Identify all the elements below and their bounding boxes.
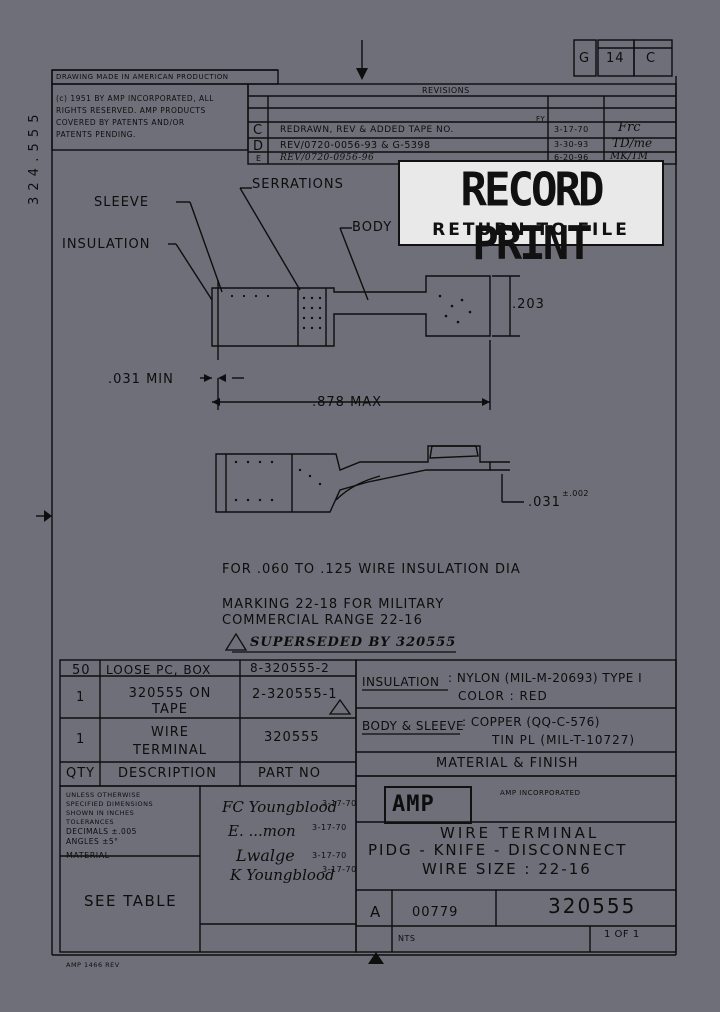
bottom-arrow-mark <box>368 952 384 964</box>
dim-031: .031 <box>528 495 561 510</box>
body-sleeve-label: BODY & SLEEVE <box>362 719 465 733</box>
row3-part-no: 320555 <box>264 730 320 745</box>
title-code: 00779 <box>412 905 459 920</box>
copyright-line-1: (c) 1951 BY AMP INCORPORATED, ALL <box>56 94 214 103</box>
row2-part-no: 2-320555-1 <box>252 687 338 702</box>
tol-line-2: SPECIFIED DIMENSIONS <box>66 800 154 808</box>
title-line-1: WIRE TERMINAL <box>440 824 600 842</box>
row2-qty: 1 <box>76 690 86 705</box>
header-part-no: PART NO <box>258 766 322 781</box>
tol-line-3: SHOWN IN INCHES <box>66 809 135 817</box>
stamp-title: RECORD PRINT <box>460 163 605 271</box>
rev-letter: G <box>579 51 591 66</box>
rev-d-date: 3-30-93 <box>554 140 589 149</box>
rev-letter-box <box>573 39 597 77</box>
revisions-title: REVISIONS <box>422 86 470 95</box>
record-print-stamp: RECORD PRINT RETURN TO FILE <box>398 160 664 271</box>
label-serrations: SERRATIONS <box>252 177 344 192</box>
title-block <box>355 775 677 953</box>
side-drawing-number: 3 2 4 . 5 5 5 <box>27 113 42 205</box>
note-marking-2: COMMERCIAL RANGE 22-16 <box>222 613 423 628</box>
signature-2-date: 3-17-70 <box>312 823 347 832</box>
note-wire-range: FOR .060 TO .125 WIRE INSULATION DIA <box>222 562 521 577</box>
dim-203: .203 <box>512 297 545 312</box>
rev-c-desc: REDRAWN, REV & ADDED TAPE NO. <box>280 125 454 135</box>
terminal-top-view <box>211 275 491 347</box>
insulation-value: : NYLON (MIL-M-20693) TYPE I <box>448 671 643 685</box>
title-line-2: PIDG - KNIFE - DISCONNECT <box>368 841 628 859</box>
body-sleeve-value: : COPPER (QQ-C-576) <box>462 715 600 729</box>
rev-c-date: 3-17-70 <box>554 125 589 134</box>
insulation-color: COLOR : RED <box>458 689 548 703</box>
signature-4: K Youngblood <box>230 866 335 884</box>
rev-c-by: FY <box>536 115 546 123</box>
row3-qty: 1 <box>76 732 86 747</box>
header-description: DESCRIPTION <box>118 766 217 781</box>
tin-plating: TIN PL (MIL-T-10727) <box>492 733 636 747</box>
copyright-line-4: PATENTS PENDING. <box>56 130 136 139</box>
rev-e-date: 6-20-96 <box>554 153 589 162</box>
row1-description: LOOSE PC, BOX <box>106 663 212 677</box>
tol-line-1: UNLESS OTHERWISE <box>66 791 141 799</box>
label-insulation: INSULATION <box>62 237 151 252</box>
row3-description: WIRE TERMINAL <box>132 725 208 758</box>
tol-line-4: TOLERANCES <box>66 818 115 826</box>
title-sheet: 1 OF 1 <box>604 929 640 940</box>
company-name: AMP INCORPORATED <box>500 789 581 797</box>
note-marking-1: MARKING 22-18 FOR MILITARY <box>222 597 445 612</box>
form-number: AMP 1466 REV <box>66 961 120 969</box>
material-finish-title: MATERIAL & FINISH <box>436 756 579 771</box>
signature-3-date: 3-17-70 <box>312 851 347 860</box>
header-qty: QTY <box>66 766 96 781</box>
rev-d-ltr: D <box>253 139 265 154</box>
rev-d-approved: TD/me <box>612 136 653 150</box>
row2-description: 320555 ON TAPE <box>128 686 212 717</box>
rev-e-ltr: E <box>256 154 262 163</box>
dim-031-min: .031 MIN <box>108 372 174 387</box>
signature-4-date: 3-17-70 <box>322 865 357 874</box>
insulation-label: INSULATION <box>362 675 440 689</box>
sheet-no: 14 <box>606 51 625 66</box>
terminal-side-view <box>215 445 524 513</box>
superseded-note: SUPERSEDED BY 320555 <box>250 635 457 650</box>
title-scale: NTS <box>398 934 416 943</box>
rev-c-approved: Frc <box>618 120 641 135</box>
dim-878-max: .878 MAX <box>312 395 383 410</box>
size-letter: C <box>646 51 657 66</box>
rev-d-desc: REV/0720-0056-93 & G-5398 <box>280 140 431 151</box>
rev-c-ltr: C <box>253 123 264 138</box>
stamp-subtitle: RETURN TO FILE <box>432 220 630 240</box>
signature-1: FC Youngblood <box>222 798 338 816</box>
title-part-no: 320555 <box>548 894 637 918</box>
dim-031-tolerance: ±.002 <box>562 489 590 498</box>
signature-2: E. ...mon <box>228 822 296 840</box>
rev-e-desc: REV/0720-0956-96 <box>280 153 375 163</box>
row1-part-no: 8-320555-2 <box>250 661 330 675</box>
signature-1-date: 3-17-70 <box>322 799 357 808</box>
tol-line-6: ANGLES ±5° <box>66 837 119 846</box>
size-box <box>633 39 673 77</box>
title-line-3: WIRE SIZE : 22-16 <box>422 860 592 878</box>
label-body: BODY <box>352 220 393 235</box>
material-value: SEE TABLE <box>84 892 178 910</box>
tol-line-5: DECIMALS ±.005 <box>66 827 137 836</box>
material-label: MATERIAL <box>66 851 110 860</box>
copyright-line-3: COVERED BY PATENTS AND/OR <box>56 118 185 127</box>
title-size: A <box>370 903 382 921</box>
copyright-line-2: RIGHTS RESERVED. AMP PRODUCTS <box>56 106 206 115</box>
rev-e-approved: MK/TM <box>610 151 648 162</box>
amp-logo-text: AMP <box>392 792 435 817</box>
signature-3: Lwalge <box>236 846 295 865</box>
amp-logo: AMP <box>384 786 472 824</box>
made-in-label: DRAWING MADE IN AMERICAN PRODUCTION <box>56 73 229 81</box>
label-sleeve: SLEEVE <box>94 195 150 210</box>
row1-qty: 50 <box>72 663 91 678</box>
